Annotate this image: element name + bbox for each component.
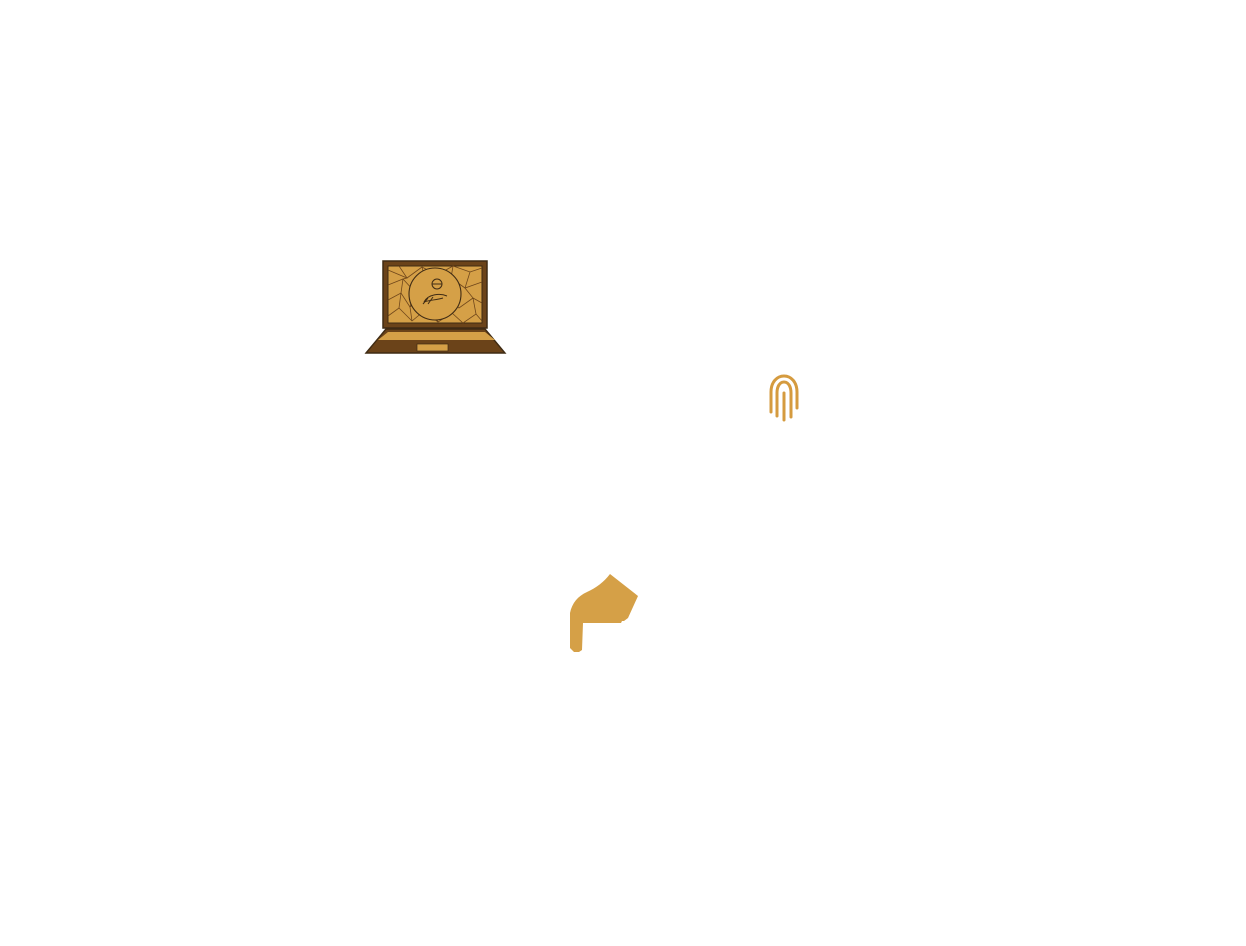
hand-pointer-shape	[566, 572, 642, 656]
coin-icon	[422, 278, 448, 305]
laptop-icon	[364, 260, 508, 356]
fingerprint-icon	[764, 372, 804, 424]
